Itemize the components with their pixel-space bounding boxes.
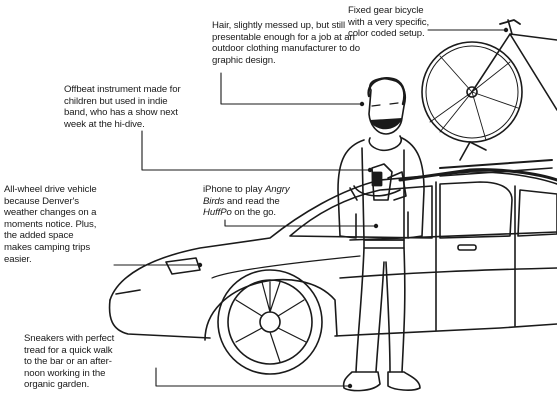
caption-line: presentable enough for a job at an bbox=[212, 31, 355, 43]
caption-line: weather changes on a bbox=[4, 207, 97, 219]
instrument-caption: Offbeat instrument made for children but… bbox=[64, 84, 181, 130]
sneakers-caption: Sneakers with perfect tread for a quick … bbox=[24, 333, 114, 391]
caption-text: iPhone to play bbox=[203, 184, 265, 195]
caption-line: children but used in indie bbox=[64, 95, 168, 107]
caption-line: Fixed gear bicycle bbox=[348, 5, 424, 16]
car-drawing bbox=[108, 167, 557, 339]
caption-italic-text: Birds bbox=[203, 195, 225, 207]
leader-lines bbox=[113, 29, 507, 387]
caption-line: moments notice. Plus, bbox=[4, 218, 97, 230]
caption-line: because Denver's bbox=[4, 195, 79, 207]
bicycle-drawing bbox=[421, 19, 557, 169]
caption-line: outdoor clothing manufacturer to do bbox=[212, 43, 360, 55]
leader-dots bbox=[197, 27, 509, 389]
iphone-caption: iPhone to play Angry Birds and read the … bbox=[203, 184, 290, 219]
caption-line: tread for a quick walk bbox=[24, 344, 113, 356]
caption-italic-text: HuffPo bbox=[203, 207, 232, 219]
caption-line: Sneakers with perfect bbox=[24, 333, 115, 344]
caption-line: All-wheel drive vehicle bbox=[4, 184, 97, 195]
caption-line: color coded setup. bbox=[348, 28, 425, 40]
caption-italic-text: Angry bbox=[264, 184, 290, 195]
caption-line: Hair, slightly messed up, but still bbox=[212, 20, 346, 31]
caption-text: on the go. bbox=[231, 207, 276, 219]
caption-line: easier. bbox=[4, 253, 32, 265]
caption-line: Birds and read the bbox=[203, 196, 290, 208]
caption-line: week at the hi-dive. bbox=[64, 118, 145, 130]
caption-text: and read the bbox=[224, 195, 280, 207]
caption-line: to the bar or an after- bbox=[24, 356, 112, 368]
caption-line: noon working in the bbox=[24, 367, 106, 379]
caption-line: Offbeat instrument made for bbox=[64, 84, 181, 95]
car-wheel-drawing bbox=[204, 269, 338, 375]
caption-line: organic garden. bbox=[24, 379, 90, 391]
caption-line: the added space bbox=[4, 230, 74, 242]
caption-line: iPhone to play Angry bbox=[203, 184, 290, 196]
caption-line: makes camping trips bbox=[4, 241, 91, 253]
bicycle-caption: Fixed gear bicycle with a very specific,… bbox=[348, 5, 429, 40]
caption-line: HuffPo on the go. bbox=[203, 207, 290, 219]
vehicle-caption: All-wheel drive vehicle because Denver's… bbox=[4, 184, 97, 265]
man-drawing bbox=[337, 77, 425, 392]
caption-line: graphic design. bbox=[212, 54, 276, 66]
caption-line: band, who has a show next bbox=[64, 107, 178, 119]
hair-caption: Hair, slightly messed up, but still pres… bbox=[212, 20, 360, 66]
caption-line: with a very specific, bbox=[348, 16, 430, 28]
